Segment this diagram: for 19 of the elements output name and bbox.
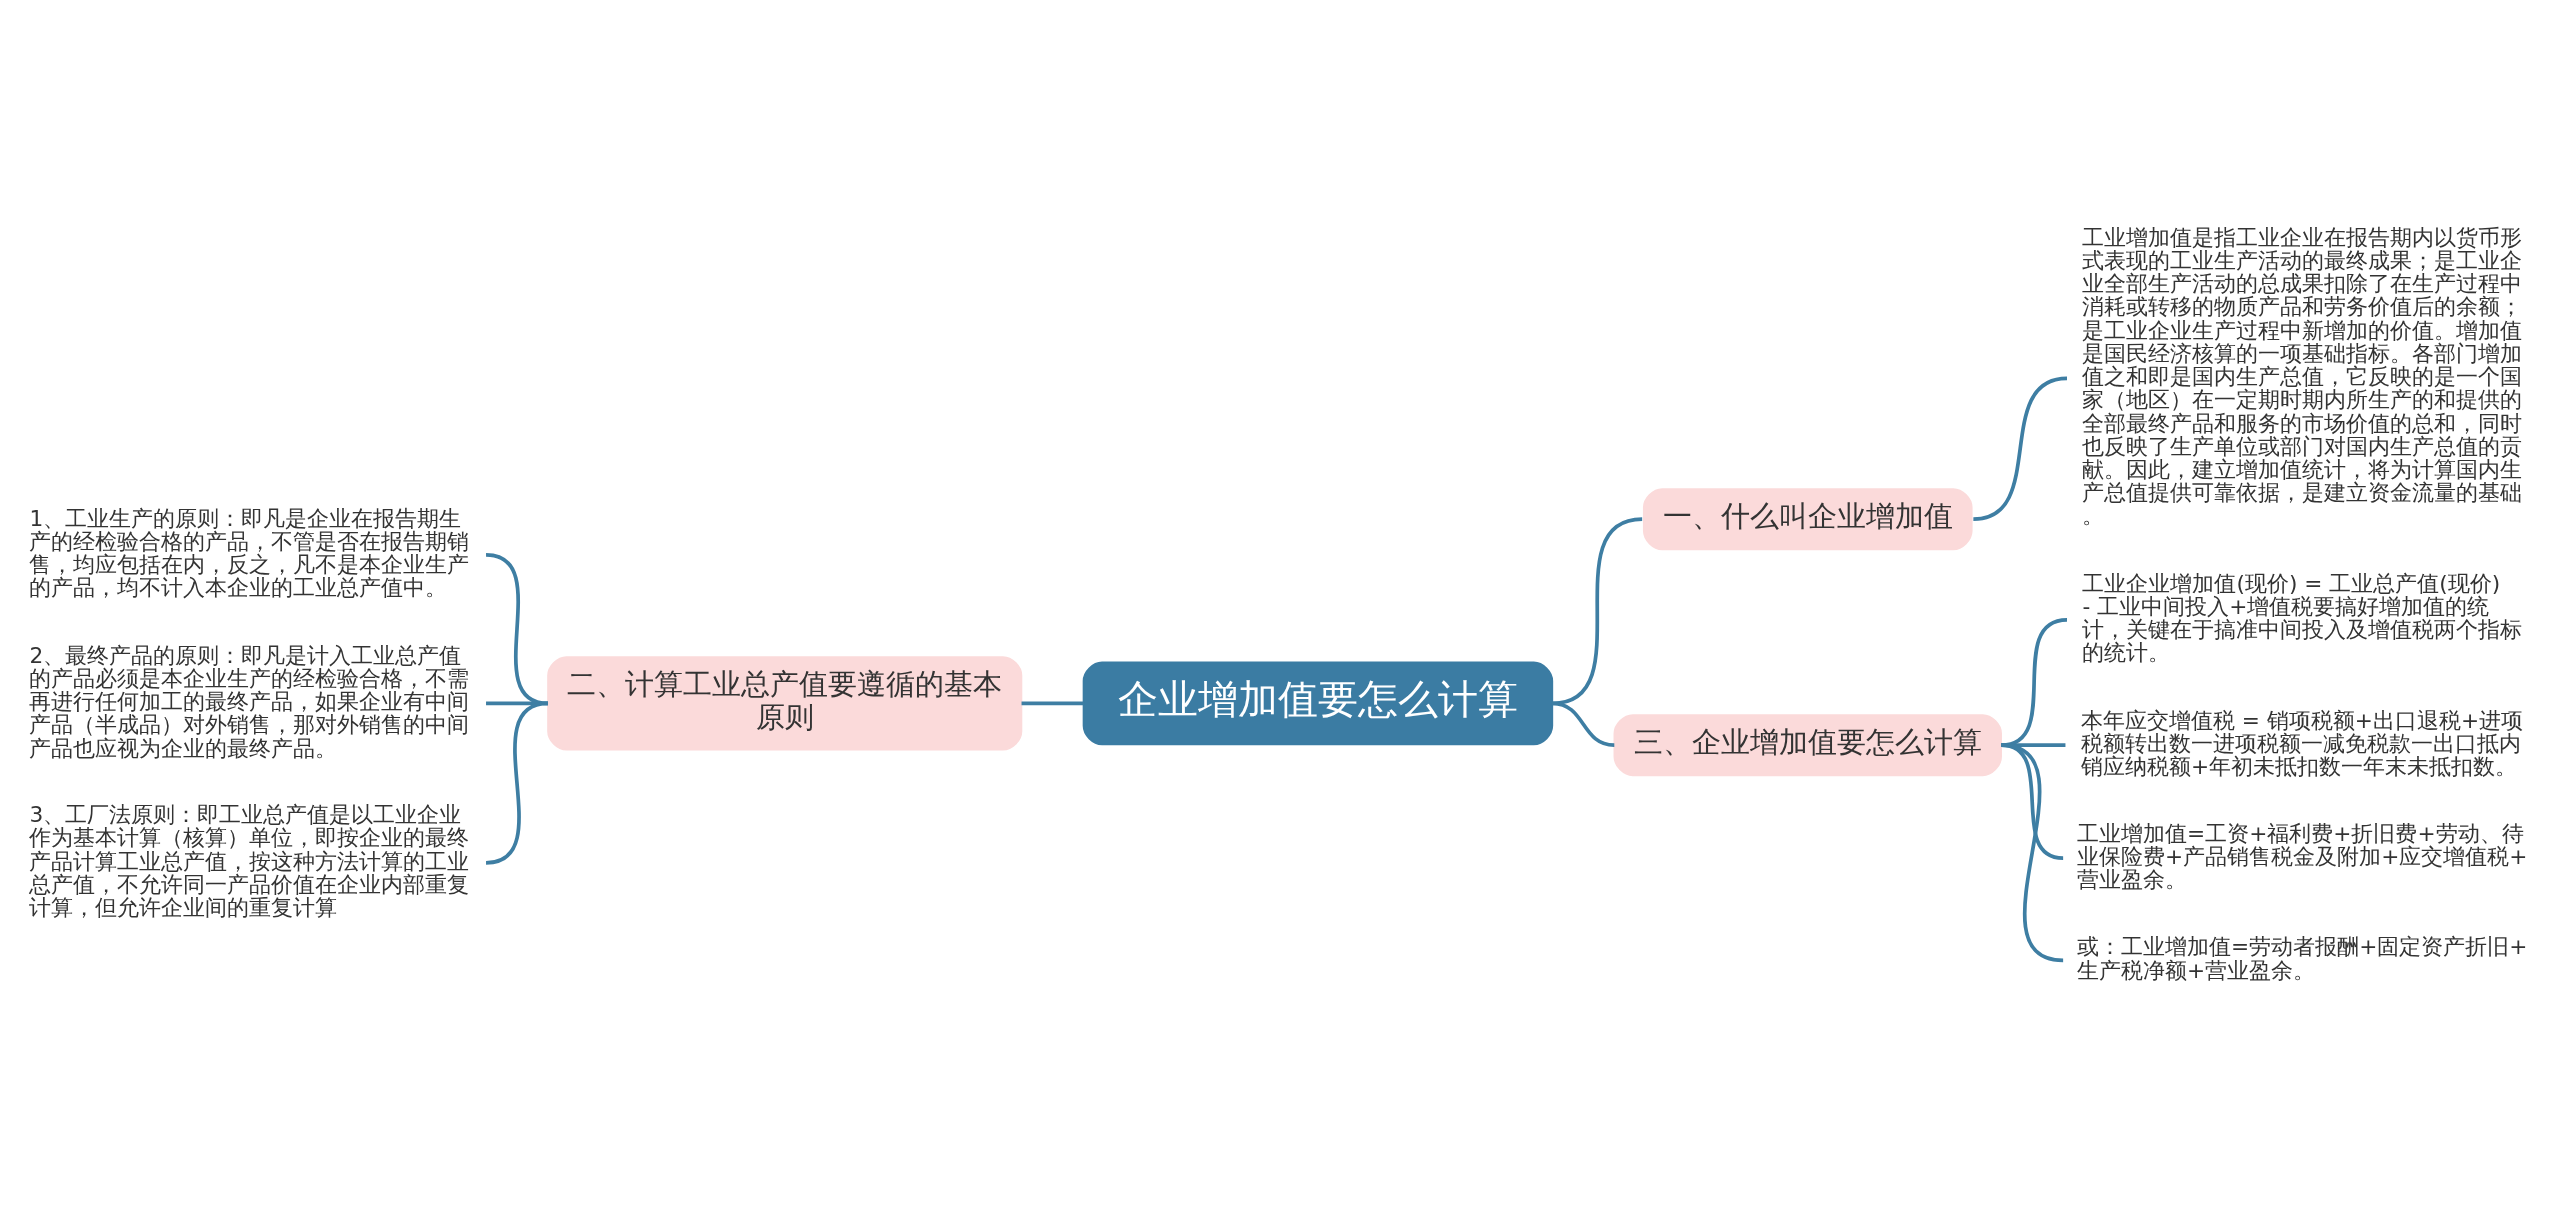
node-text: 本年应交增值税 = 销项税额+出口退税+进项税额转出数一进项税额一减免税款一出口抵内销应纳税额+年初未抵扣数一年末未抵扣数。 xyxy=(2080,707,2524,779)
connector xyxy=(1973,376,2068,521)
node-text: 工业增加值是指工业企业在报告期内以货币形式表现的工业生产活动的最终成果；是工业企业全部生产活动的总成果扣除了在生产过程中消耗或转移的物质产品和劳务价值后的余额；是工业企业生产过程中新增加的价值。增加值是国民经济核算的一项基础指标。各部门增加值之和即是国内生产总值，它反映的是一个国家（地区）在一定期时期内所生产的和提供的全部最终产品和服务的市场价值的总和，同时也反映了生产单位或部门对国内生产总值的贡献。因此，建立增加值统计，将为计算国内生产总值提供可靠依据，是建立资金流量的基础。 xyxy=(2082,224,2523,528)
node-text: 1、工业生产的原则：即凡是企业在报告期生产的经检验合格的产品，不管是否在报告期销售，均应包括在内，反之，凡不是本企业生产的产品，均不计入本企业的工业总产值中。 xyxy=(29,505,470,600)
connector xyxy=(1552,701,1615,747)
connector xyxy=(485,552,549,705)
node-text: 或：工业增加值=劳动者报酬+固定资产折旧+生产税净额+营业盈余。 xyxy=(2077,933,2528,983)
node-text: 工业企业增加值(现价) = 工业总产值(现价) - 工业中间投入+增值税要搞好增加值的统计，关键在于搞准中间投入及增值税两个指标的统计。 xyxy=(2082,570,2523,665)
node-text: 3、工厂法原则：即工业总产值是以工业企业作为基本计算（核算）单位，即按企业的最终产品计算工业总产值，按这种方法计算的工业总产值，不允许同一产品价值在企业内部重复计算，但允许企业间的重复计算 xyxy=(29,801,470,920)
node-text: 工业增加值=工资+福利费+折旧费+劳动、待业保险费+产品销售税金及附加+应交增值税+营业盈余。 xyxy=(2077,820,2528,892)
node-box: 企业增加值要怎么计算 xyxy=(1082,661,1554,745)
node-text: 2、最终产品的原则：即凡是计入工业总产值的产品必须是本企业生产的经检验合格，不需再进行任何加工的最终产品，如果企业有中间产品（半成品）对外销售，那对外销售的中间产品也应视为企业的最终产品。 xyxy=(29,642,470,761)
node-box: 二、计算工业总产值要遵循的基本原则 xyxy=(547,655,1023,751)
node-box: 一、什么叫企业增加值 xyxy=(1642,487,1973,550)
connector xyxy=(1552,516,1643,705)
connector xyxy=(1021,701,1084,705)
connector xyxy=(485,701,549,865)
connector xyxy=(2000,742,2064,962)
node-box: 三、企业增加值要怎么计算 xyxy=(1613,713,2002,776)
